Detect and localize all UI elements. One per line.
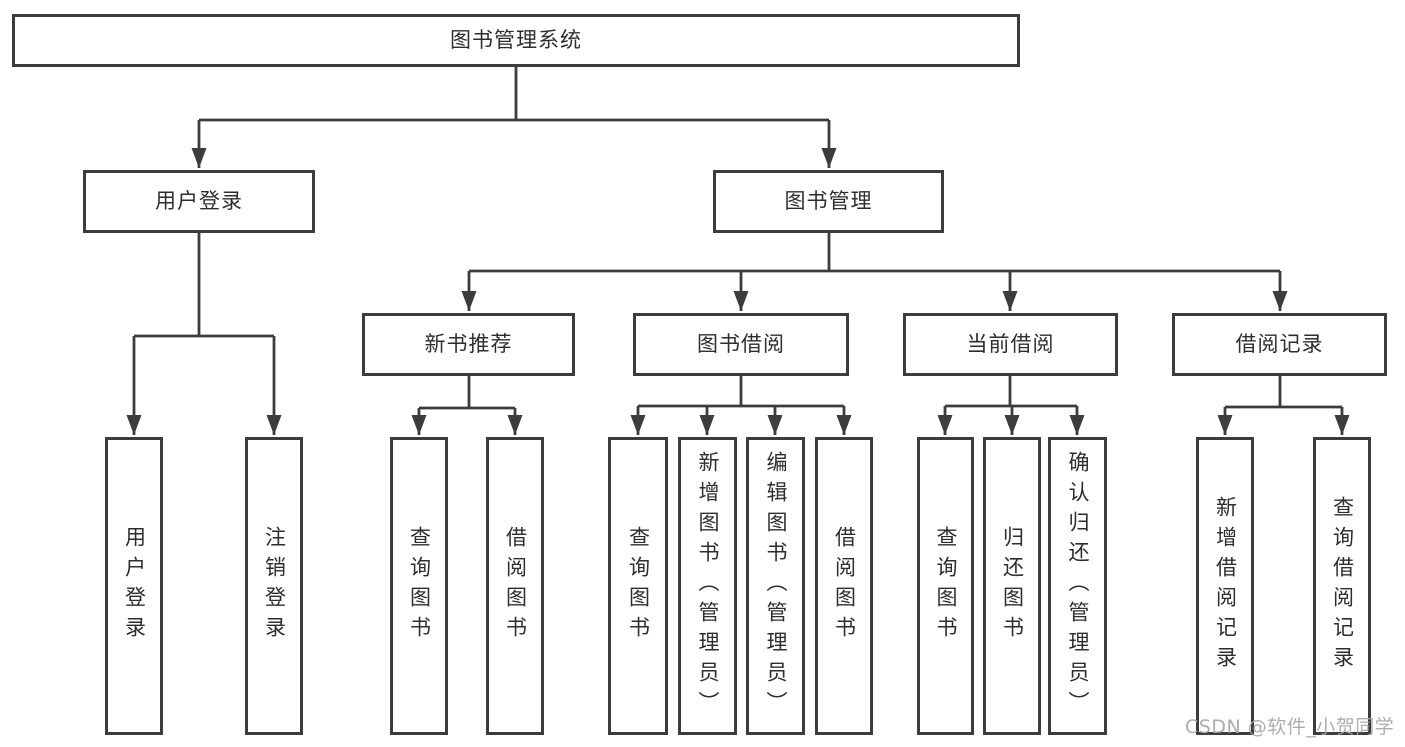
leaf-logout: 注销登录 (245, 437, 303, 735)
leaf-edit-books-admin: 编辑图书（管理员） (746, 437, 805, 735)
leaf-query-books-current: 查询图书 (917, 437, 974, 735)
node-book-borrowing: 图书借阅 (633, 313, 849, 376)
leaf-add-books-admin: 新增图书（管理员） (678, 437, 737, 735)
leaf-query-books-recommend: 查询图书 (390, 437, 448, 735)
leaf-confirm-return-admin: 确认归还（管理员） (1048, 437, 1107, 735)
node-user-login: 用户登录 (83, 170, 315, 233)
leaf-query-books-borrowing: 查询图书 (608, 437, 668, 735)
node-library-management-system: 图书管理系统 (12, 14, 1020, 67)
leaf-user-login: 用户登录 (105, 437, 163, 735)
leaf-borrow-books-recommend: 借阅图书 (486, 437, 544, 735)
leaf-add-borrowing-record: 新增借阅记录 (1196, 437, 1254, 735)
leaf-borrow-books: 借阅图书 (815, 437, 873, 735)
leaf-return-books: 归还图书 (983, 437, 1041, 735)
leaf-query-borrowing-record: 查询借阅记录 (1313, 437, 1371, 735)
node-borrowing-records: 借阅记录 (1172, 313, 1387, 376)
node-new-book-recommendation: 新书推荐 (362, 313, 575, 376)
node-current-borrowing: 当前借阅 (903, 313, 1118, 376)
node-book-management: 图书管理 (713, 170, 944, 233)
csdn-watermark: CSDN @软件_小贺同学 (1185, 716, 1395, 738)
